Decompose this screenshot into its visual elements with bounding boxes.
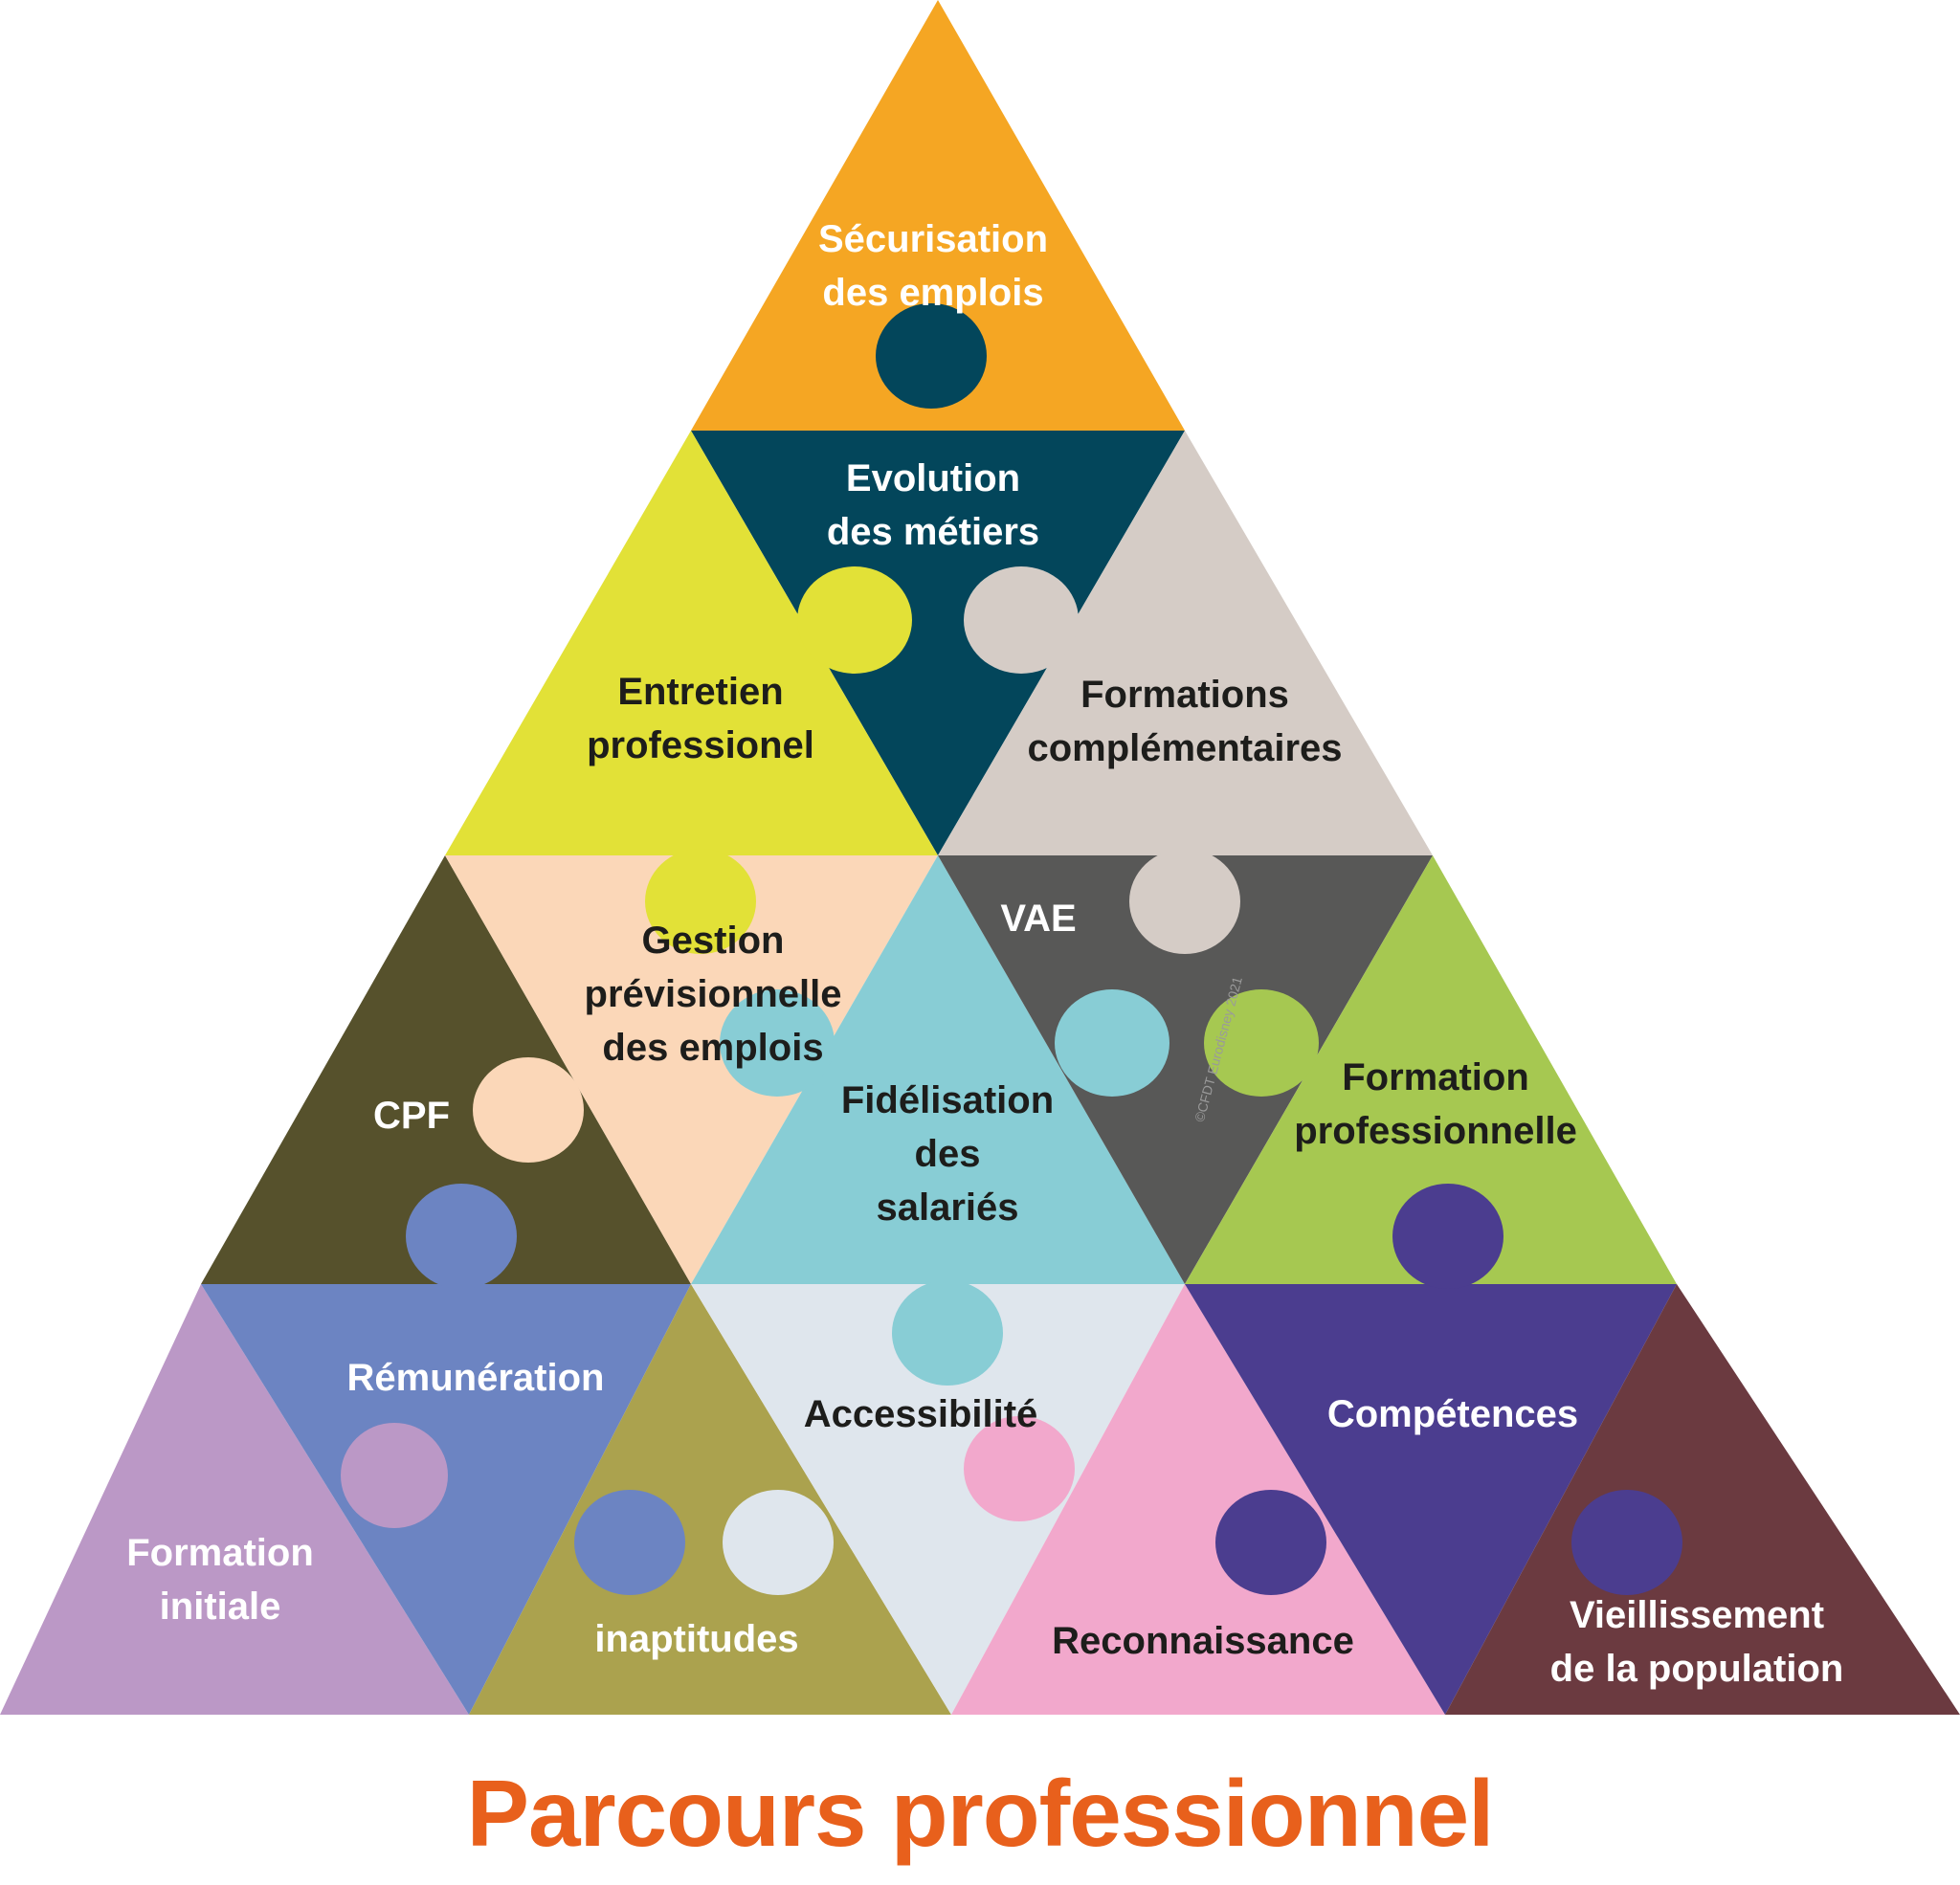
label-line: complémentaires (1027, 727, 1343, 769)
piece-securisation (691, 0, 1185, 431)
label-line: initiale (159, 1586, 281, 1628)
label-line: CPF (373, 1095, 450, 1137)
label-line: Compétences (1326, 1393, 1579, 1435)
label-vae: VAE (1000, 892, 1076, 945)
puzzle-knob (964, 566, 1079, 674)
label-line: des (914, 1133, 981, 1175)
puzzle-knob (473, 1057, 584, 1163)
label-line: prévisionnelle (584, 973, 842, 1015)
label-line: des métiers (826, 511, 1040, 553)
piece-gestion (445, 855, 938, 1284)
label-line: Sécurisation (817, 218, 1049, 260)
puzzle-knob (1215, 1490, 1326, 1595)
label-formations-complementaires: Formations complémentaires (1027, 668, 1342, 775)
label-evolution: Evolution des métiers (827, 452, 1039, 559)
label-securisation: Sécurisation des emplois (818, 212, 1048, 320)
piece-vieillissement (1445, 1284, 1960, 1715)
label-accessibilite: Accessibilité (804, 1387, 1038, 1441)
label-line: Vieillissement (1569, 1594, 1825, 1636)
label-vieillissement: Vieillissement de la population (1550, 1588, 1844, 1696)
puzzle-knob (406, 1184, 517, 1289)
label-cpf: CPF (373, 1089, 450, 1142)
label-line: Reconnaissance (1052, 1620, 1354, 1662)
label-line: Formation (1342, 1056, 1529, 1098)
puzzle-knob (1129, 849, 1240, 954)
piece-reconnaissance (951, 1284, 1445, 1715)
piece-competences (1185, 1284, 1677, 1715)
label-fidelisation: Fidélisation des salariés (841, 1074, 1054, 1234)
puzzle-knob (341, 1423, 448, 1528)
label-line: Gestion (641, 920, 785, 962)
piece-entretien (445, 431, 938, 855)
piece-inaptitudes (469, 1284, 951, 1715)
label-line: Accessibilité (803, 1393, 1038, 1435)
puzzle-knob (892, 1280, 1003, 1386)
label-line: Formation (126, 1532, 314, 1574)
label-line: Fidélisation (840, 1079, 1055, 1121)
label-line: des emplois (822, 272, 1044, 314)
label-line: professionnelle (1294, 1110, 1577, 1152)
piece-formation-professionnelle (1185, 855, 1677, 1284)
label-line: de la population (1549, 1648, 1844, 1690)
puzzle-knob (1571, 1490, 1682, 1595)
label-entretien: Entretien professionel (587, 665, 814, 772)
puzzle-knob (1204, 989, 1319, 1097)
puzzle-knob (723, 1490, 834, 1595)
piece-cpf (201, 855, 691, 1284)
label-line: Entretien (617, 671, 784, 713)
puzzle-knob (964, 1416, 1075, 1521)
label-inaptitudes: inaptitudes (594, 1612, 798, 1666)
label-reconnaissance: Reconnaissance (1052, 1614, 1354, 1668)
label-line: Evolution (845, 457, 1021, 499)
page-title: Parcours professionnel (466, 1761, 1495, 1866)
puzzle-knob (720, 989, 835, 1097)
piece-formation-initiale (0, 1284, 469, 1715)
piece-vae (938, 855, 1433, 1284)
piece-fidelisation (691, 855, 1185, 1284)
label-competences: Compétences (1327, 1387, 1578, 1441)
puzzle-knob (1392, 1184, 1503, 1289)
puzzle-knob (797, 566, 912, 674)
puzzle-knob (645, 849, 756, 954)
label-line: des emplois (602, 1027, 824, 1069)
label-line: salariés (876, 1186, 1019, 1229)
label-formation-initiale: Formation initiale (126, 1526, 314, 1633)
label-line: professionel (587, 724, 814, 766)
label-line: inaptitudes (594, 1618, 799, 1660)
puzzle-knob (1055, 989, 1169, 1097)
label-line: VAE (1000, 898, 1077, 940)
label-gestion: Gestion prévisionnelle des emplois (585, 914, 842, 1075)
label-line: Formations (1080, 674, 1289, 716)
piece-formations-complementaires (938, 431, 1433, 855)
puzzle-knob (876, 303, 987, 409)
puzzle-knob (574, 1490, 685, 1595)
piece-remuneration (201, 1284, 691, 1715)
label-remuneration: Rémunération (347, 1351, 605, 1405)
label-formation-professionnelle: Formation professionnelle (1294, 1051, 1577, 1158)
label-line: Rémunération (346, 1357, 605, 1399)
piece-accessibilite (691, 1284, 1185, 1715)
piece-evolution (691, 431, 1185, 855)
